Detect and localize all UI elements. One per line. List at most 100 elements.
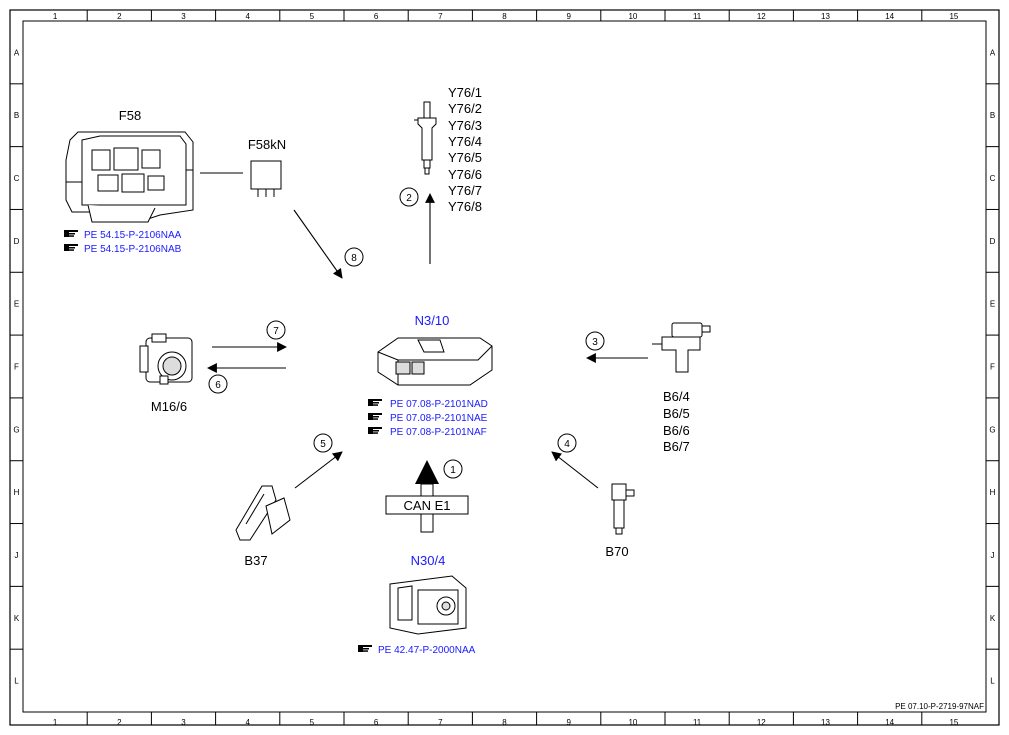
column-label: 11 xyxy=(693,12,702,21)
esp-module-n30-4-drawing xyxy=(389,575,467,635)
y76-label-6: Y76/6 xyxy=(448,167,482,182)
row-label: D xyxy=(14,237,20,246)
f58-ref-1[interactable]: PE 54.15-P-2106NAA xyxy=(64,230,182,241)
n30-4-ref-1[interactable]: PE 42.47-P-2000NAA xyxy=(358,645,476,656)
row-label: F xyxy=(990,363,995,372)
arrow-5 xyxy=(294,451,343,489)
column-label: 6 xyxy=(374,718,379,727)
f58-label: F58 xyxy=(119,108,141,123)
column-label: 5 xyxy=(310,12,315,21)
column-label: 7 xyxy=(438,718,443,727)
row-label: K xyxy=(14,614,20,623)
row-label: J xyxy=(991,551,995,560)
n3-10-ref-3[interactable]: PE 07.08-P-2101NAF xyxy=(368,427,487,438)
svg-text:3: 3 xyxy=(592,337,598,348)
can-e1-box xyxy=(385,495,469,515)
row-label: E xyxy=(990,300,995,309)
row-label: F xyxy=(14,363,19,372)
ecu-n3-10-drawing xyxy=(377,337,493,386)
sensor-b6-drawing xyxy=(652,322,711,373)
column-label: 10 xyxy=(628,12,637,21)
n3-10-ref-1-text[interactable]: PE 07.08-P-2101NAD xyxy=(390,399,488,410)
b37-label: B37 xyxy=(244,553,267,568)
n3-10-ref-1[interactable]: PE 07.08-P-2101NAD xyxy=(368,399,488,410)
row-label: K xyxy=(990,614,996,623)
y76-label-8: Y76/8 xyxy=(448,199,482,214)
b6-label-1: B6/4 xyxy=(663,389,690,404)
b6-label-2: B6/5 xyxy=(663,406,690,421)
n3-10-label[interactable]: N3/10 xyxy=(415,313,450,328)
y76-label-4: Y76/4 xyxy=(448,134,482,149)
arrow-4 xyxy=(551,451,599,489)
column-label: 3 xyxy=(181,12,186,21)
column-label: 4 xyxy=(245,718,250,727)
sensor-b70-drawing xyxy=(611,483,635,535)
n3-10-ref-2[interactable]: PE 07.08-P-2101NAE xyxy=(368,413,488,424)
arrow-number-8: 8 xyxy=(344,247,364,267)
row-label: C xyxy=(14,174,20,183)
throttle-m16-6-drawing xyxy=(139,333,193,385)
row-label: L xyxy=(14,677,19,686)
pointing-hand-icon xyxy=(368,399,382,406)
pedal-b37-drawing xyxy=(235,485,291,541)
f58-ref-2[interactable]: PE 54.15-P-2106NAB xyxy=(64,244,182,255)
f58-ref-1-text[interactable]: PE 54.15-P-2106NAA xyxy=(84,230,182,241)
y76-label-1: Y76/1 xyxy=(448,85,482,100)
column-grid-labels: 1122334455667788991010111112121313141415… xyxy=(53,10,959,727)
f58kn-label: F58kN xyxy=(248,137,286,152)
row-label: H xyxy=(14,488,20,497)
arrow-number-1: 1 xyxy=(443,459,463,479)
column-label: 14 xyxy=(885,12,894,21)
column-label: 10 xyxy=(628,718,637,727)
y76-label-7: Y76/7 xyxy=(448,183,482,198)
row-label: E xyxy=(14,300,19,309)
column-label: 7 xyxy=(438,12,443,21)
column-label: 13 xyxy=(821,12,830,21)
row-label: B xyxy=(990,111,995,120)
column-label: 9 xyxy=(566,12,571,21)
arrow-number-6: 6 xyxy=(208,374,228,394)
fuse-box-f58-drawing xyxy=(65,131,194,223)
column-label: 1 xyxy=(53,718,58,727)
column-label: 11 xyxy=(693,718,702,727)
row-label: G xyxy=(13,425,19,434)
svg-text:1: 1 xyxy=(450,465,456,476)
row-label: L xyxy=(990,677,995,686)
column-label: 15 xyxy=(949,718,958,727)
row-label: C xyxy=(990,174,996,183)
arrow-number-3: 3 xyxy=(585,331,605,351)
column-label: 15 xyxy=(949,12,958,21)
column-label: 1 xyxy=(53,12,58,21)
outer-frame xyxy=(9,9,1000,726)
inner-frame xyxy=(22,20,987,713)
svg-text:4: 4 xyxy=(564,439,570,450)
row-label: B xyxy=(14,111,19,120)
svg-text:5: 5 xyxy=(320,439,326,450)
f58-ref-2-text[interactable]: PE 54.15-P-2106NAB xyxy=(84,244,182,255)
column-label: 12 xyxy=(757,12,766,21)
y76-label-5: Y76/5 xyxy=(448,150,482,165)
column-label: 13 xyxy=(821,718,830,727)
n30-4-label[interactable]: N30/4 xyxy=(411,553,446,568)
column-label: 12 xyxy=(757,718,766,727)
n30-4-ref-1-text[interactable]: PE 42.47-P-2000NAA xyxy=(378,645,476,656)
y76-label-3: Y76/3 xyxy=(448,118,482,133)
relay-f58kn-drawing xyxy=(250,160,282,197)
column-label: 2 xyxy=(117,12,122,21)
injector-y76-drawing xyxy=(414,101,437,175)
row-label: J xyxy=(15,551,19,560)
arrow-number-7: 7 xyxy=(266,320,286,340)
document-reference: PE 07.10-P-2719-97NAF xyxy=(895,702,984,711)
n3-10-ref-3-text[interactable]: PE 07.08-P-2101NAF xyxy=(390,427,487,438)
column-label: 14 xyxy=(885,718,894,727)
row-label: A xyxy=(14,48,20,57)
arrow-number-4: 4 xyxy=(557,433,577,453)
can-e1-label: CAN E1 xyxy=(404,498,451,513)
column-label: 5 xyxy=(310,718,315,727)
row-label: D xyxy=(990,237,996,246)
column-label: 4 xyxy=(245,12,250,21)
column-label: 6 xyxy=(374,12,379,21)
column-label: 3 xyxy=(181,718,186,727)
n3-10-ref-2-text[interactable]: PE 07.08-P-2101NAE xyxy=(390,413,488,424)
